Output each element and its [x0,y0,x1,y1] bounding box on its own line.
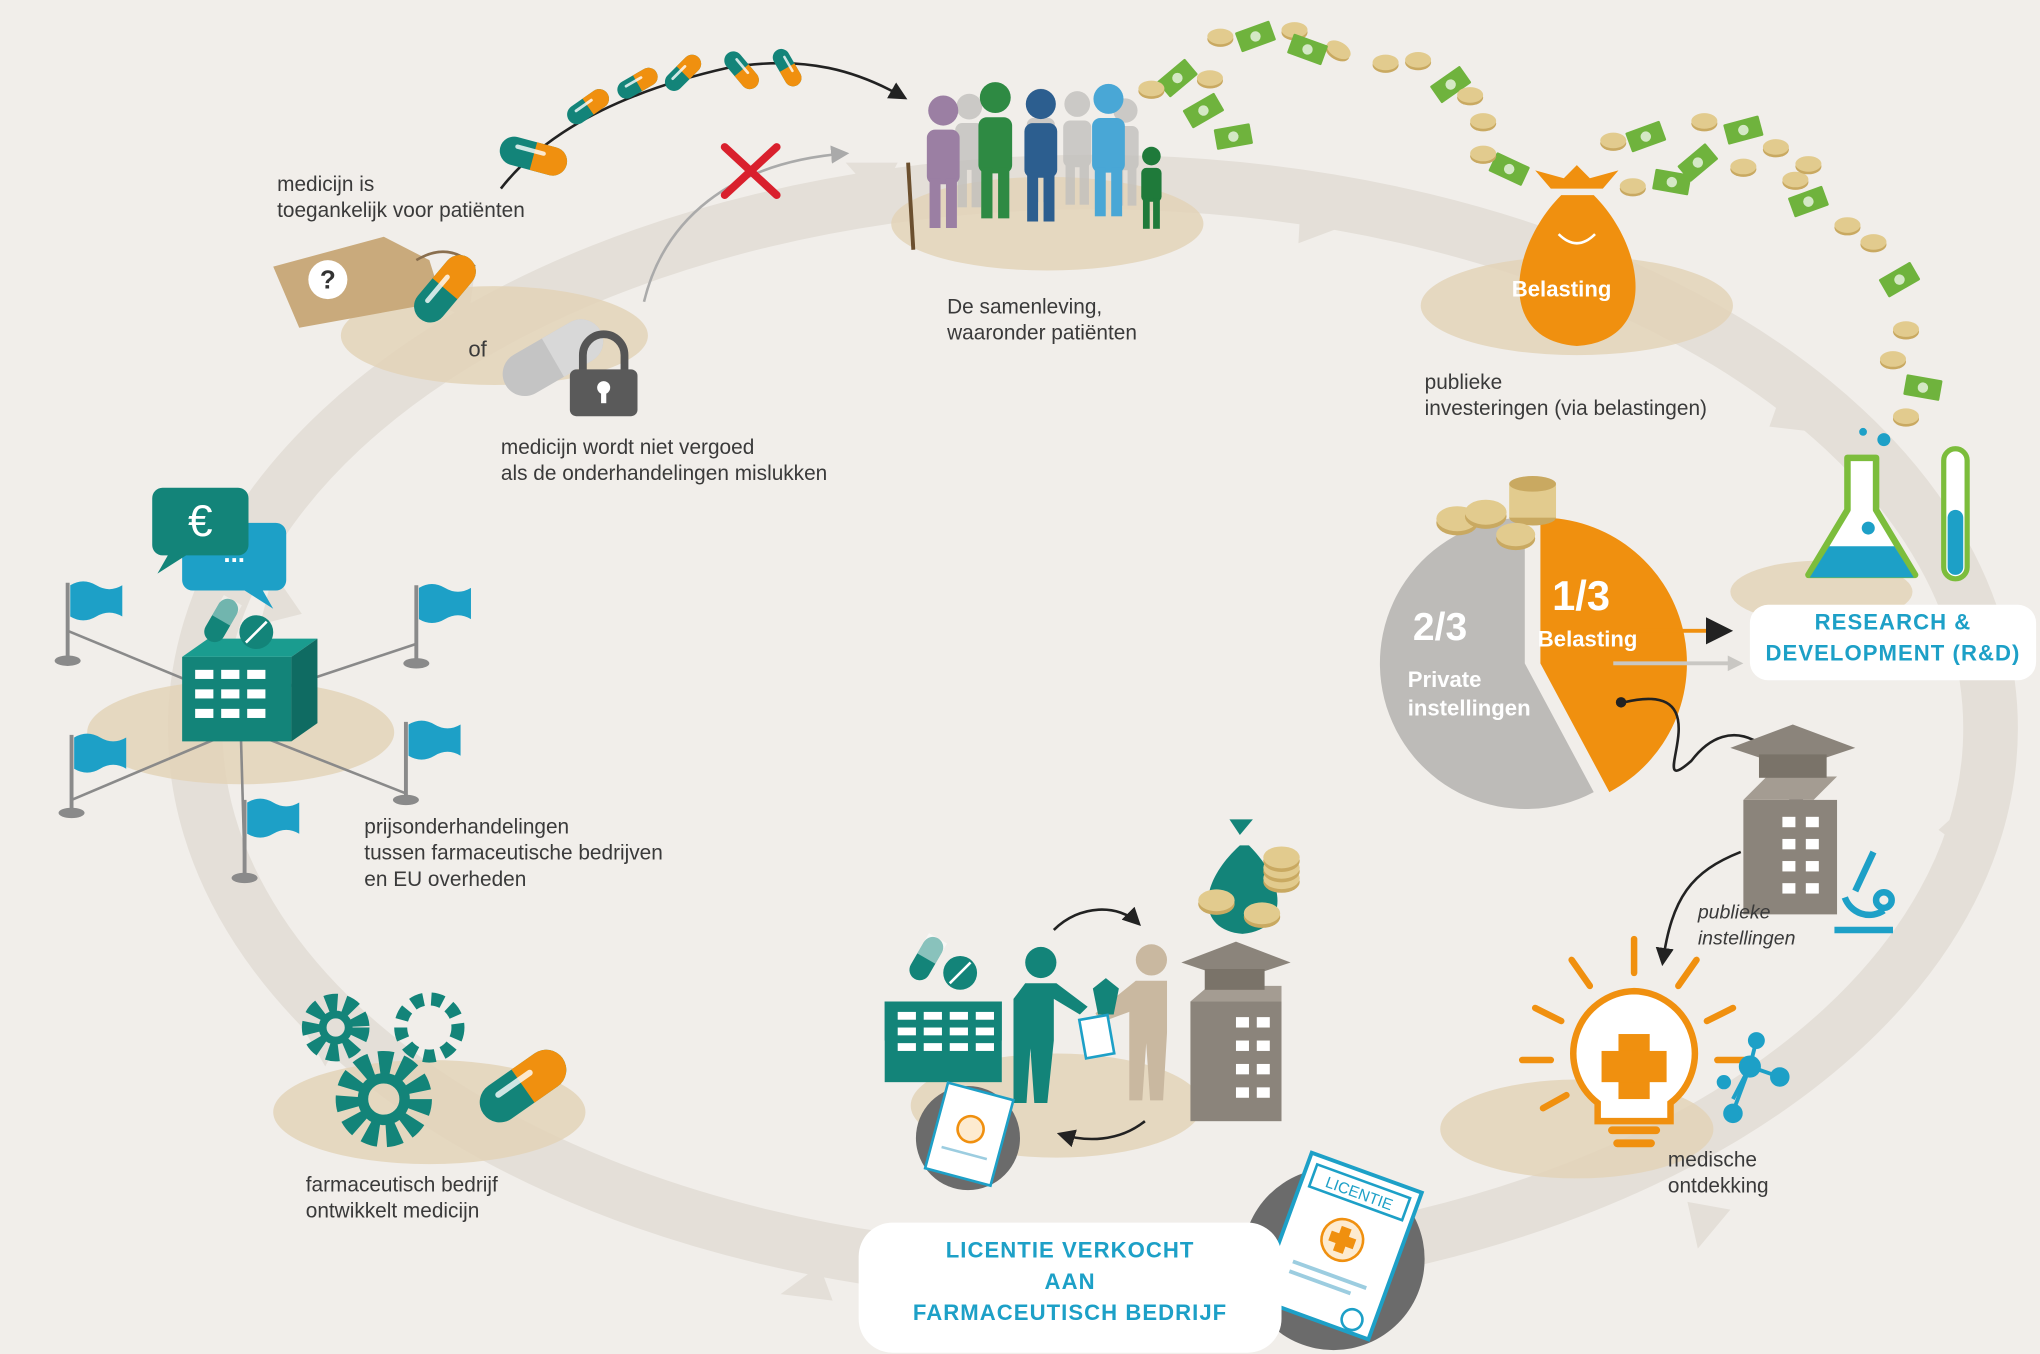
test-tube-icon [1941,446,1970,582]
money-bag-coins-icon [1198,819,1300,934]
rd-box: RESEARCH &DEVELOPMENT (R&D) [1749,604,2037,681]
capsule-chain-icon [496,45,908,190]
speech-bubble-euro-icon: ... € [152,487,287,609]
tax-bag-label: Belasting [1511,277,1612,302]
flask-icon [1805,427,1919,579]
pie-public-label: Belasting [1537,626,1638,652]
factory-icon [884,933,1002,1083]
society-label: De samenleving,waaronder patiënten [947,296,1137,345]
question-mark: ? [320,265,336,295]
funding-pie-chart [1379,517,1687,810]
red-cross-icon [720,143,781,200]
coin-stack-icon [1436,476,1557,551]
locked-capsule-icon [502,319,638,417]
microscope-icon [1834,850,1895,934]
flag-icon [401,582,473,671]
license-document-icon: LICENTIE [1242,1150,1425,1351]
pie-private-fraction: 2/3 [1412,606,1468,650]
lightbulb-cross-icon [1518,935,1750,1148]
pie-slice-public [1540,517,1687,793]
gears-icon [301,992,465,1148]
money-bag-icon [1519,165,1636,346]
price-tag-icon: ? [273,236,483,330]
pie-public-fraction: 1/3 [1552,572,1610,620]
university-building-icon [1181,941,1291,1122]
blocked-arrow [642,145,850,303]
people-group-icon [906,82,1162,250]
handshake-icon [1013,906,1168,1148]
euro-sign: € [188,497,213,546]
molecule-icon [1716,1032,1790,1124]
institutions-to-discovery-arrow [1655,850,1742,967]
license-document-small-icon [915,1081,1020,1191]
flag-icon [52,579,125,668]
pie-slice-private [1379,517,1594,810]
flag-icon [56,731,129,821]
or-label: of [468,336,487,362]
graduation-building-icon [1730,724,1856,915]
negotiation-icons [52,579,473,886]
